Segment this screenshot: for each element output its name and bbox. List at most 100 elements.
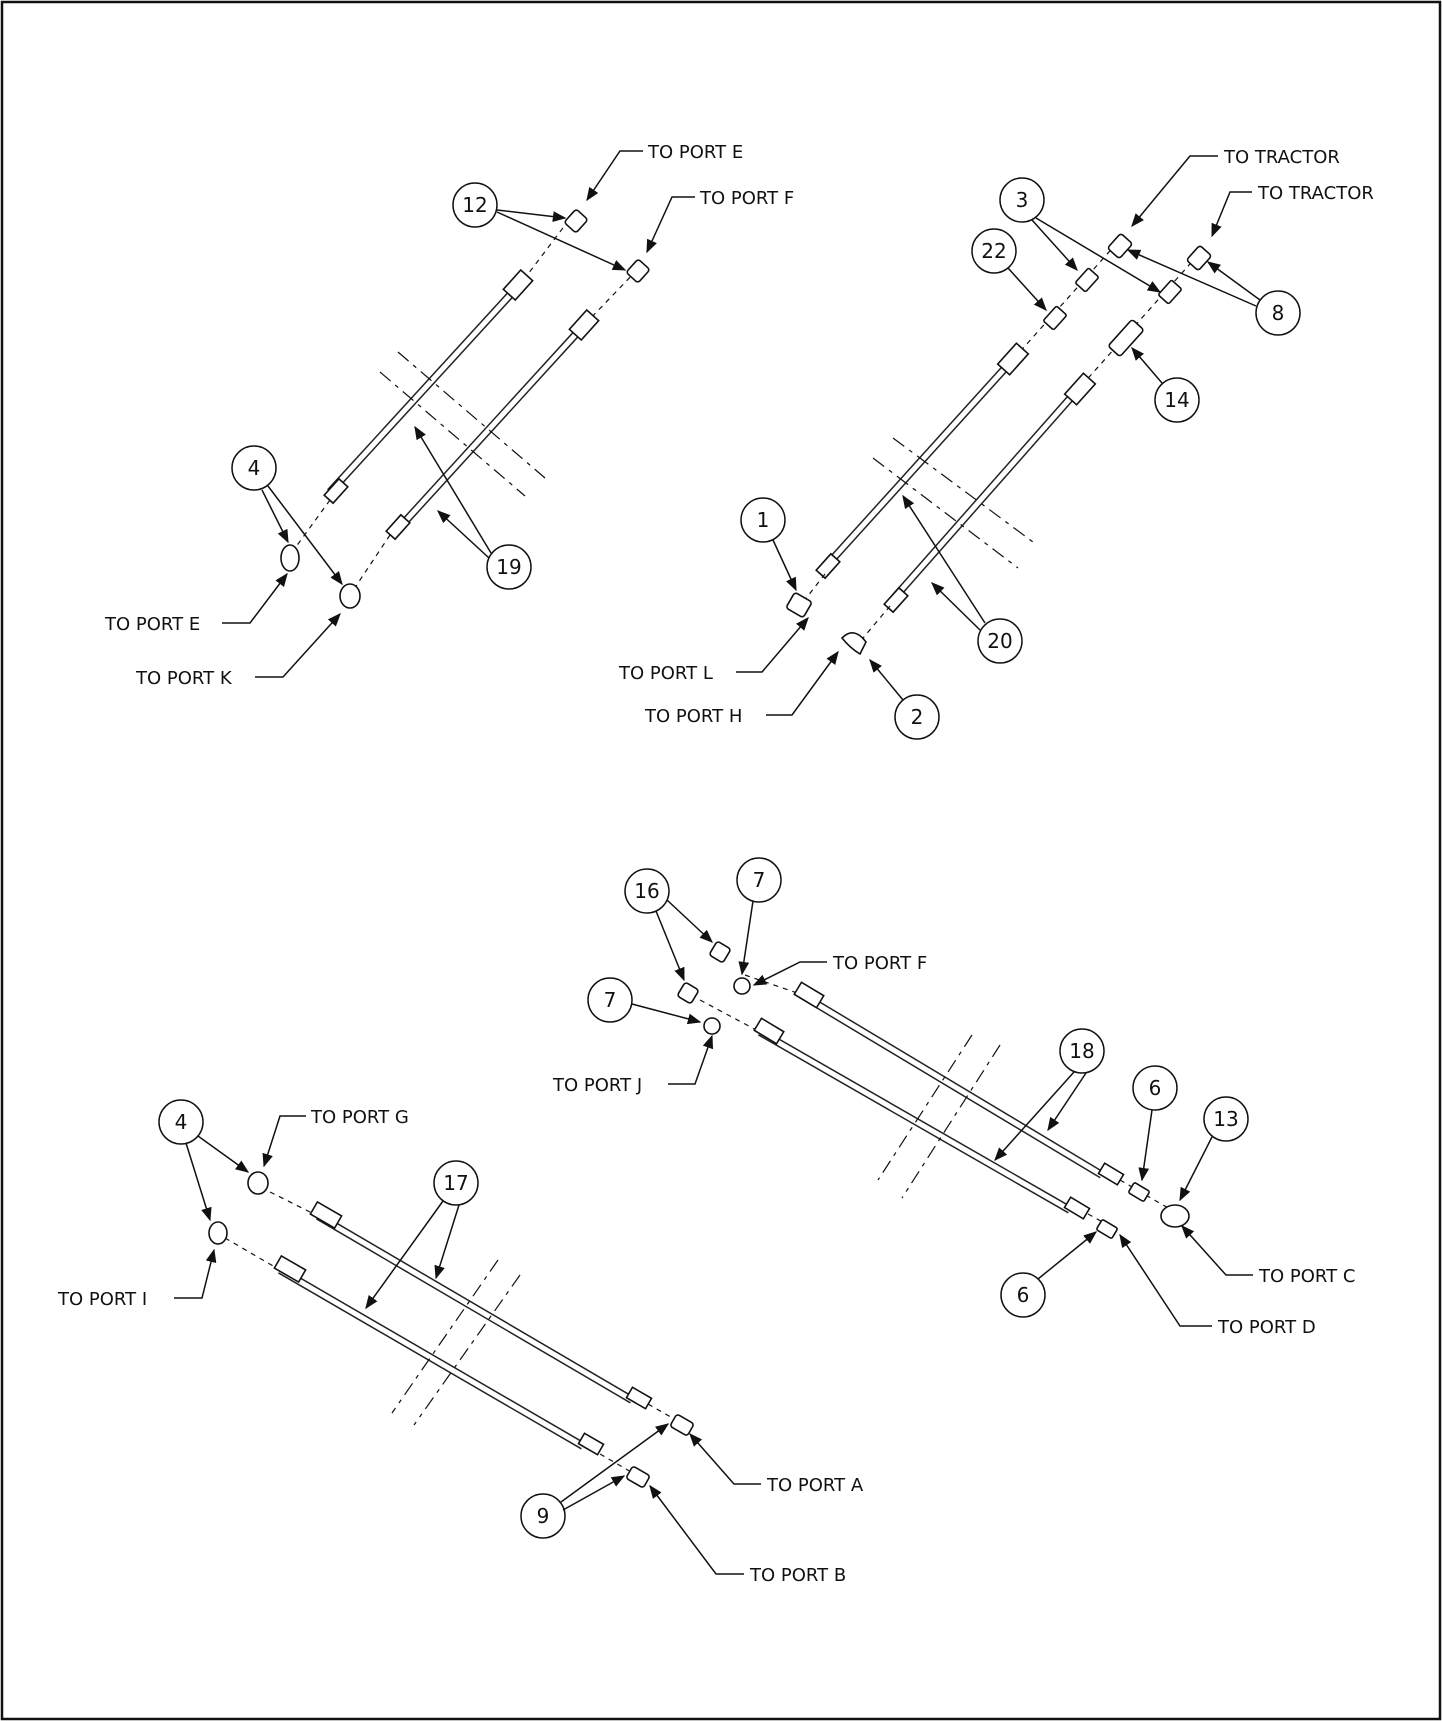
port-label-e-bottom: TO PORT E [104, 572, 288, 635]
callout-3: 3 [999, 177, 1162, 293]
group-middle-right: 16 7 7 18 6 13 [552, 857, 1355, 1338]
callout-20: 20 [902, 494, 1023, 664]
svg-text:8: 8 [1272, 301, 1285, 325]
callout-16: 16 [624, 868, 713, 982]
callout-14: 14 [1131, 346, 1200, 423]
fitting-6a [1128, 1182, 1150, 1202]
port-label-a: TO PORT A [689, 1432, 864, 1496]
svg-text:19: 19 [496, 555, 521, 579]
port-label-tractor-1: TO TRACTOR [1131, 147, 1340, 228]
fitting-12a [564, 209, 588, 233]
callout-9: 9 [520, 1423, 670, 1539]
port-label-b: TO PORT B [649, 1484, 846, 1586]
callout-6-top: 6 [1132, 1065, 1178, 1182]
svg-text:TO TRACTOR: TO TRACTOR [1223, 147, 1340, 168]
svg-text:TO PORT D: TO PORT D [1217, 1317, 1316, 1338]
hose-17a [269, 1191, 684, 1425]
break-line [872, 457, 1019, 569]
svg-text:3: 3 [1016, 188, 1029, 212]
break-line [379, 371, 526, 497]
callout-18: 18 [994, 1028, 1105, 1162]
group-top-left: 12 4 19 TO PORT E TO PORT F TO PORT E [104, 142, 794, 689]
fitting-12b [626, 259, 650, 283]
port-label-j: TO PORT J [552, 1034, 714, 1096]
callout-19: 19 [414, 425, 532, 590]
svg-text:TO PORT F: TO PORT F [832, 953, 927, 974]
port-label-l: TO PORT L [618, 616, 809, 684]
fitting-16a [709, 941, 731, 963]
svg-text:22: 22 [981, 239, 1006, 263]
callout-7-left: 7 [587, 977, 702, 1025]
svg-text:1: 1 [757, 508, 770, 532]
svg-text:4: 4 [175, 1110, 188, 1134]
svg-text:13: 13 [1213, 1107, 1238, 1131]
callout-22: 22 [971, 228, 1047, 312]
break-line [391, 1259, 499, 1414]
break-line [413, 1274, 521, 1426]
callout-8: 8 [1126, 249, 1301, 336]
svg-text:2: 2 [911, 705, 924, 729]
svg-text:TO PORT I: TO PORT I [57, 1289, 147, 1310]
port-label-g: TO PORT G [262, 1107, 409, 1168]
callout-6-bottom: 6 [1000, 1231, 1098, 1318]
callout-17: 17 [365, 1160, 479, 1310]
port-label-f-top: TO PORT F [646, 188, 794, 254]
svg-text:18: 18 [1069, 1039, 1094, 1063]
hose-19a [289, 211, 576, 556]
hose-20a [799, 242, 1118, 607]
fitting-16b [677, 982, 699, 1004]
fitting-7a [733, 977, 751, 995]
svg-text:9: 9 [537, 1504, 550, 1528]
group-top-right: 3 22 8 14 1 20 [618, 147, 1374, 740]
svg-text:6: 6 [1149, 1076, 1162, 1100]
svg-text:TO PORT L: TO PORT L [618, 663, 713, 684]
fitting-13 [1160, 1204, 1190, 1228]
svg-text:TO PORT C: TO PORT C [1258, 1266, 1355, 1287]
hose-17b [224, 1237, 639, 1477]
callout-7-top: 7 [736, 857, 782, 976]
port-label-tractor-2: TO TRACTOR [1211, 183, 1374, 238]
svg-text:4: 4 [248, 456, 261, 480]
svg-text:12: 12 [462, 193, 487, 217]
fitting-7b [703, 1017, 721, 1035]
callout-4-bottom: 4 [158, 1099, 250, 1222]
callout-12: 12 [452, 182, 627, 271]
fitting-9b [626, 1466, 650, 1488]
hose-20b [857, 254, 1199, 645]
callout-13: 13 [1179, 1096, 1249, 1202]
svg-text:TO PORT B: TO PORT B [749, 1565, 846, 1586]
svg-text:TO PORT A: TO PORT A [766, 1475, 864, 1496]
fitting-4c [247, 1171, 269, 1195]
hose-18b [699, 999, 1109, 1226]
fitting-3a [1075, 267, 1099, 293]
callout-1: 1 [740, 497, 797, 592]
fitting-9a [670, 1414, 694, 1436]
fitting-2 [840, 632, 867, 656]
svg-text:20: 20 [987, 629, 1012, 653]
hose-18a [744, 974, 1176, 1213]
svg-text:TO PORT K: TO PORT K [135, 668, 233, 689]
fitting-22 [1043, 305, 1067, 331]
port-label-c: TO PORT C [1181, 1224, 1355, 1287]
svg-text:TO PORT H: TO PORT H [644, 706, 742, 727]
svg-text:TO PORT E: TO PORT E [104, 614, 200, 635]
break-line [901, 1044, 1001, 1199]
fitting-8b [1186, 245, 1212, 271]
fitting-14 [1108, 319, 1144, 357]
break-line [397, 351, 546, 479]
svg-text:TO PORT G: TO PORT G [310, 1107, 409, 1128]
port-label-d: TO PORT D [1119, 1233, 1316, 1338]
svg-text:16: 16 [634, 879, 659, 903]
fitting-8a [1107, 233, 1133, 259]
fitting-4a [280, 544, 300, 572]
callout-4: 4 [231, 445, 343, 586]
group-bottom-left: 4 17 9 TO PORT G TO PORT I TO PORT A [57, 1099, 864, 1586]
port-label-h: TO PORT H [644, 650, 839, 727]
fitting-6b [1096, 1219, 1118, 1239]
hose-19b [349, 269, 638, 596]
callout-2: 2 [869, 658, 940, 740]
fitting-4b [339, 583, 361, 609]
svg-text:7: 7 [753, 868, 766, 892]
fitting-1 [786, 592, 812, 618]
